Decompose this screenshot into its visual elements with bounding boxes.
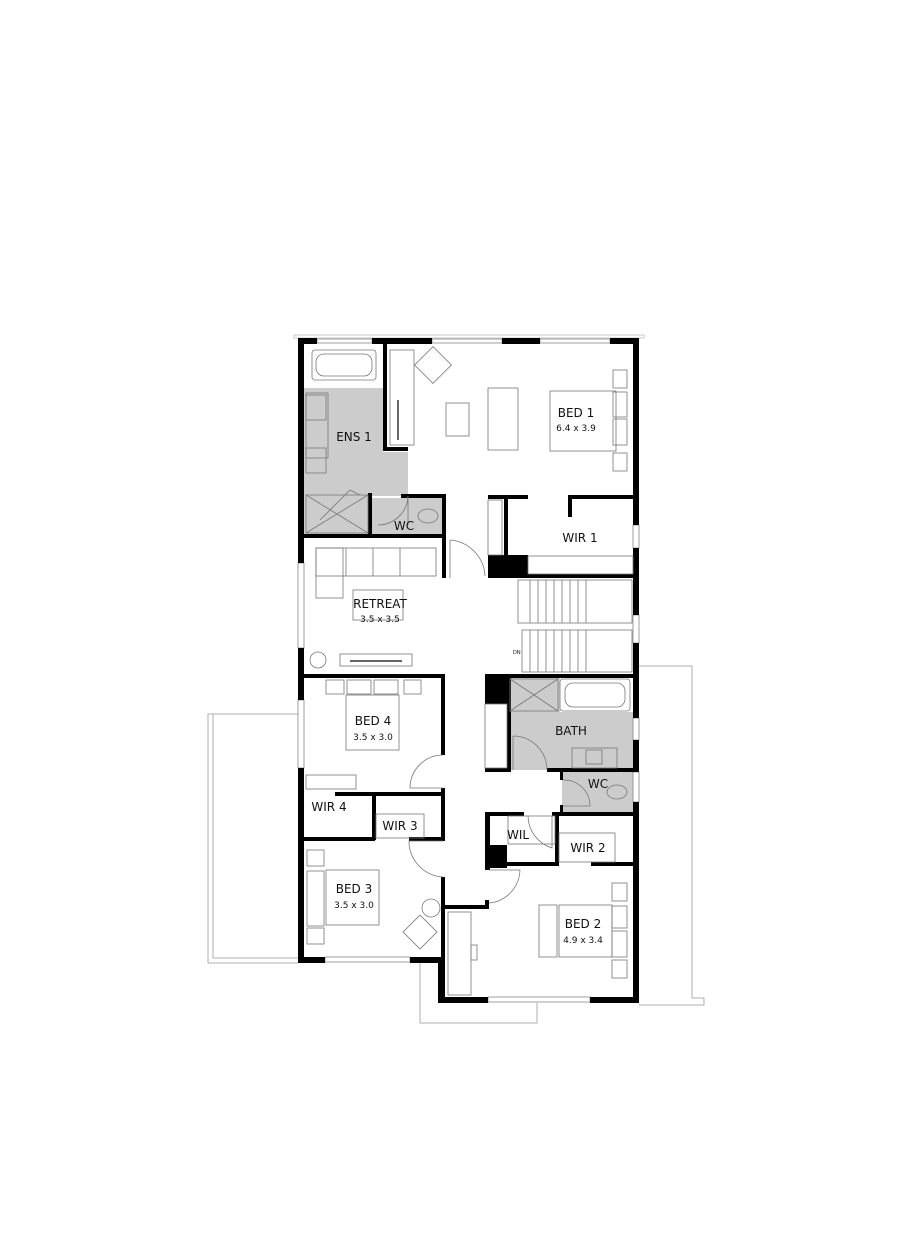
wet-areas — [304, 388, 633, 812]
wir1-name: WIR 1 — [562, 531, 597, 545]
bed4-name: BED 4 — [355, 714, 392, 728]
wc1-name: WC — [394, 519, 414, 533]
bed2-dims: 4.9 x 3.4 — [563, 936, 603, 946]
stairs-dn-label: DN — [513, 650, 521, 656]
bed4-dims: 3.5 x 3.0 — [353, 733, 393, 743]
wil-name: WIL — [507, 828, 529, 842]
external-outlines — [207, 665, 705, 1024]
stair-treads — [529, 580, 587, 672]
room-labels: BED 1 6.4 x 3.9 ENS 1 WC WIR 1 RETREAT 3… — [311, 406, 608, 946]
ens1-name: ENS 1 — [336, 430, 372, 444]
bed1-dims: 6.4 x 3.9 — [556, 424, 596, 434]
retreat-name: RETREAT — [353, 597, 407, 611]
walls — [298, 338, 639, 1003]
wir4-name: WIR 4 — [311, 800, 346, 814]
retreat-dims: 3.5 x 3.5 — [360, 615, 400, 625]
bath-name: BATH — [555, 724, 587, 738]
bed2-name: BED 2 — [565, 917, 602, 931]
bed1-name: BED 1 — [558, 406, 595, 420]
bed3-dims: 3.5 x 3.0 — [334, 901, 374, 911]
wir3-name: WIR 3 — [382, 819, 417, 833]
furniture — [305, 346, 634, 996]
windows — [293, 334, 645, 1003]
doors — [319, 489, 591, 904]
wc2-name: WC — [588, 777, 608, 791]
bed3-name: BED 3 — [336, 882, 373, 896]
wir2-name: WIR 2 — [570, 841, 605, 855]
